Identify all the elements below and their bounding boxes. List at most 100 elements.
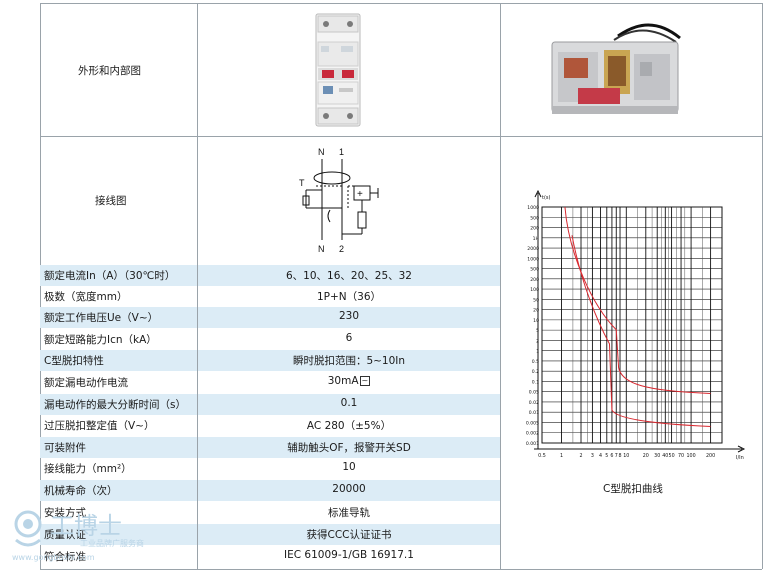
spec-label: 额定工作电压Ue（V~） xyxy=(44,312,159,324)
spec-label: C型脱扣特性 xyxy=(44,355,104,367)
y-tick-label: 1000 xyxy=(527,256,539,262)
spec-row: 额定短路能力Icn（kA） 6 xyxy=(40,329,500,350)
y-tick-label: 2000 xyxy=(527,246,539,252)
x-tick-label: 0.5 xyxy=(538,453,546,459)
y-tick-label: 0.5 xyxy=(532,359,539,365)
table-border-left xyxy=(40,3,41,569)
spec-label: 质量认证 xyxy=(44,529,86,541)
spec-row: 质量认证 获得CCC认证证书 xyxy=(40,524,500,545)
column-divider-1 xyxy=(197,3,198,265)
column-divider-2 xyxy=(500,3,501,569)
x-tick-label: 6 xyxy=(610,453,613,459)
spec-value: 标准导轨 xyxy=(328,507,370,519)
x-tick-label: 2 xyxy=(579,453,582,459)
spec-value: 6、10、16、20、25、32 xyxy=(286,270,412,282)
trip-curve-chart: t(s)I/In10005002001H20001000500200100502… xyxy=(526,190,746,461)
spec-label: 过压脱扣整定值（V~） xyxy=(44,420,155,432)
y-tick-label: 0.05 xyxy=(529,390,539,396)
y-tick-label: 500 xyxy=(530,267,539,273)
y-axis-arrow xyxy=(534,190,542,198)
spec-row: 安装方式 标准导轨 xyxy=(40,502,500,523)
table-border-top xyxy=(40,3,762,4)
y-tick-label: 0.1 xyxy=(532,379,539,385)
x-tick-label: 20 xyxy=(643,453,649,459)
spec-row: 机械寿命（次）20000 xyxy=(40,480,500,501)
y-tick-label: 0.002 xyxy=(526,431,539,437)
y-tick-label: 200 xyxy=(530,277,539,283)
table-border-bottom xyxy=(40,569,762,570)
y-tick-label: 50 xyxy=(533,297,539,303)
wiring-label-top-n: N xyxy=(318,147,325,157)
spec-row: 可装附件辅助触头OF，报警开关SD xyxy=(40,437,500,458)
wiring-label: 接线图 xyxy=(95,195,127,207)
watermark-tagline: 工业品牌广服务商 xyxy=(80,538,144,548)
appearance-label: 外形和内部图 xyxy=(78,65,141,77)
y-tick-label: 500 xyxy=(530,215,539,221)
wiring-label-bottom-n: N xyxy=(318,244,325,254)
x-tick-label: 200 xyxy=(706,453,715,459)
spec-row: 接线能力（mm²）10 xyxy=(40,458,500,479)
y-tick-label: 0.005 xyxy=(526,420,539,426)
x-tick-label: 8 xyxy=(618,453,621,459)
y-tick-label: 0.001 xyxy=(526,441,539,447)
y-tick-label: 0.2 xyxy=(532,369,539,375)
section-divider-1 xyxy=(40,136,762,137)
spec-value: 辅助触头OF，报警开关SD xyxy=(287,442,411,454)
y-tick-label: 100 xyxy=(530,287,539,293)
spec-value: 0.1 xyxy=(340,397,358,409)
y-tick-label: 200 xyxy=(530,226,539,232)
x-tick-label: 50 xyxy=(669,453,675,459)
spec-row: 额定电流In（A）（30℃时）6、10、16、20、25、32 xyxy=(40,265,500,286)
y-tick-label: 5 xyxy=(536,328,539,334)
x-axis-unit: I/In xyxy=(736,455,744,461)
y-tick-label: 1000 xyxy=(527,205,539,211)
y-tick-label: 1 xyxy=(536,349,539,355)
watermark-logo: 工博士 工业品牌广服务商 www.gongboshi.com xyxy=(12,510,144,562)
spec-label: 额定短路能力Icn（kA） xyxy=(44,334,157,346)
breaker-front-image xyxy=(315,13,361,127)
spec-value: AC 280（±5%） xyxy=(306,420,392,432)
spec-column-divider xyxy=(197,265,198,569)
curve-caption: C型脱扣曲线 xyxy=(603,483,663,495)
spec-value: 6 xyxy=(345,332,353,344)
y-tick-label: 0.01 xyxy=(529,410,539,416)
wiring-label-test: T xyxy=(299,178,305,188)
breaker-internal-image xyxy=(551,23,681,114)
spec-value: 230 xyxy=(338,310,360,322)
spec-row: 额定工作电压Ue（V~） 230 xyxy=(40,307,500,328)
spec-value: 1P+N（36） xyxy=(316,291,382,303)
spec-label: 安装方式 xyxy=(44,507,86,519)
spec-label: 极数（宽度mm） xyxy=(44,291,128,303)
spec-row: C型脱扣特性 瞬时脱扣范围：5~10In xyxy=(40,350,500,371)
x-tick-label: 1 xyxy=(560,453,563,459)
spec-row: 极数（宽度mm） 1P+N（36） xyxy=(40,286,500,307)
x-tick-label: 100 xyxy=(687,453,696,459)
x-tick-label: 70 xyxy=(678,453,684,459)
y-tick-label: 2 xyxy=(536,338,539,344)
spec-row: 漏电动作的最大分断时间（s）0.1 xyxy=(40,394,500,415)
x-tick-label: 3 xyxy=(591,453,594,459)
x-tick-label: 40 xyxy=(662,453,668,459)
table-border-right xyxy=(762,3,763,569)
spec-value: 获得CCC认证证书 xyxy=(306,529,392,541)
trip-curve-lower xyxy=(571,235,711,427)
spec-row: 符合标准 IEC 61009-1/GB 16917.1 xyxy=(40,546,500,567)
spec-value: 瞬时脱扣范围：5~10In xyxy=(292,355,406,367)
x-axis-arrow xyxy=(737,445,746,453)
spec-row: 过压脱扣整定值（V~） AC 280（±5%） xyxy=(40,415,500,436)
spec-label: 额定漏电动作电流 xyxy=(44,377,128,389)
spec-label: 符合标准 xyxy=(44,551,86,563)
wiring-label-top-1: 1 xyxy=(339,147,344,157)
spec-value: IEC 61009-1/GB 16917.1 xyxy=(284,549,414,561)
spec-label: 机械寿命（次） xyxy=(44,485,118,497)
x-tick-label: 10 xyxy=(623,453,629,459)
wiring-diagram: N 1 T N 2 + xyxy=(299,147,379,254)
grid-frame xyxy=(541,206,723,444)
watermark-site: www.gongboshi.com xyxy=(12,553,95,562)
spec-value: 30mA xyxy=(327,375,359,387)
x-tick-label: 4 xyxy=(599,453,602,459)
wiring-label-bottom-2: 2 xyxy=(339,244,344,254)
x-tick-label: 30 xyxy=(654,453,660,459)
x-tick-label: 5 xyxy=(605,453,608,459)
